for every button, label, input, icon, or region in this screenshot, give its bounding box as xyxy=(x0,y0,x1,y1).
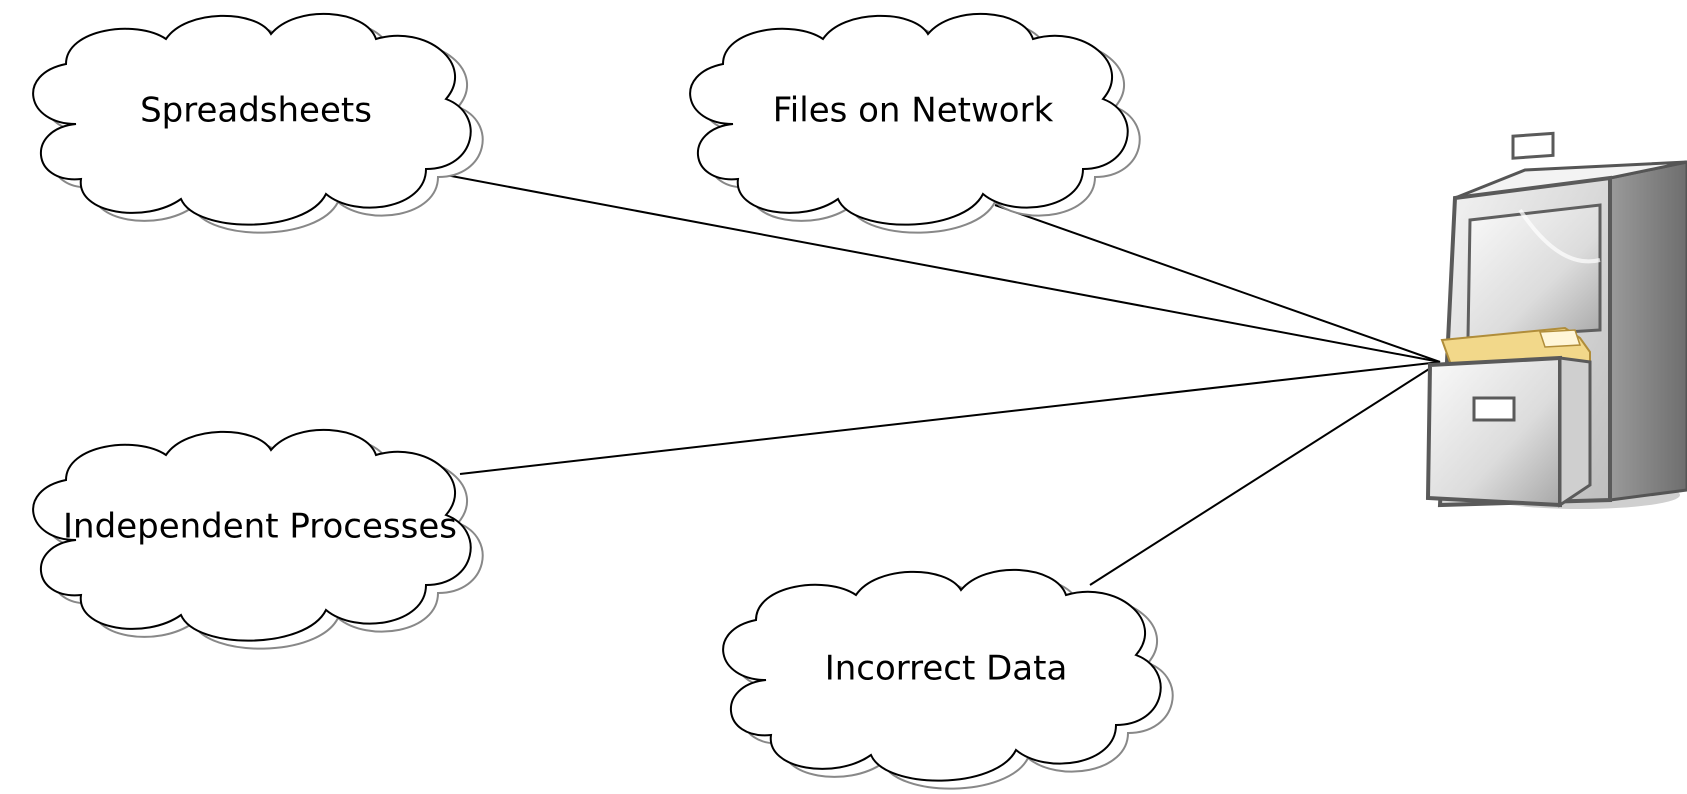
cloud-spreadsheets: Spreadsheets xyxy=(32,12,484,234)
connector-independent-processes xyxy=(459,361,1441,475)
connector-lines xyxy=(429,171,1441,586)
cloud-independent-processes: Independent Processes xyxy=(32,428,484,650)
connector-spreadsheets xyxy=(429,171,1441,363)
cloud-incorrect-data: Incorrect Data xyxy=(722,568,1174,790)
filing-cabinet-icon xyxy=(1425,131,1687,509)
cloud-label-incorrect-data: Incorrect Data xyxy=(825,649,1068,689)
cloud-label-independent-processes: Independent Processes xyxy=(63,507,457,547)
connector-files-on-network xyxy=(994,204,1441,363)
cloud-label-files-on-network: Files on Network xyxy=(773,91,1054,131)
connector-incorrect-data xyxy=(1089,361,1441,586)
cloud-files-on-network: Files on Network xyxy=(689,12,1141,234)
cloud-label-spreadsheets: Spreadsheets xyxy=(140,91,372,131)
